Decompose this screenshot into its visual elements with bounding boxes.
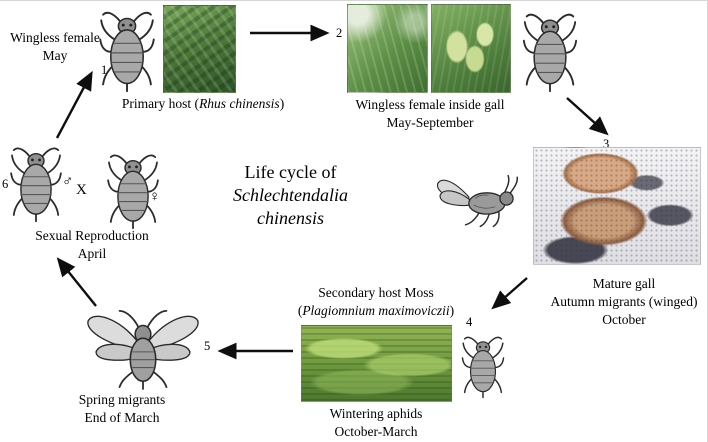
- stage5-caption: Spring migrants End of March: [52, 391, 192, 427]
- stage3-caption-line1: Mature gall: [592, 276, 656, 291]
- stage4-caption-line2: October-March: [334, 424, 418, 439]
- stage4-host-species: Plagiomnium maximoviczii: [302, 303, 450, 318]
- stage-number-3: 3: [603, 137, 610, 151]
- stage2-caption-line1: Wingless female inside gall: [355, 97, 505, 112]
- figure-title-species: chinensis: [257, 208, 324, 228]
- figure-title-genus: Schlechtendalia: [233, 185, 348, 205]
- stage4-caption-line1: Wintering aphids: [329, 406, 423, 421]
- stage3-caption-line3: October: [602, 312, 646, 327]
- female-symbol: ♀: [149, 189, 161, 205]
- stage1-label-line2: May: [42, 48, 68, 63]
- stage6-caption: Sexual Reproduction April: [8, 227, 176, 263]
- stage6-caption-line2: April: [77, 246, 107, 261]
- wingless-aphid-illustration-stage2: [521, 9, 579, 93]
- stage1-caption-prefix: Primary host (: [121, 96, 200, 111]
- stage5-caption-line1: Spring migrants: [78, 392, 166, 407]
- stage6-caption-line1: Sexual Reproduction: [35, 228, 149, 243]
- stage-number-1: 1: [101, 63, 108, 77]
- figure-title-line1: Life cycle of: [244, 162, 337, 182]
- cross-symbol: X: [76, 182, 87, 198]
- stage-number-4: 4: [466, 315, 473, 329]
- stage-number-5: 5: [204, 339, 211, 353]
- stage4-host-suffix: ): [449, 303, 455, 318]
- wingless-aphid-illustration-stage6-male: [8, 143, 64, 223]
- stage4-host-line2: (Plagiomnium maximoviczii): [278, 302, 474, 320]
- photo-primary-host-plant: [163, 5, 236, 93]
- figure-title: Life cycle of Schlechtendalia chinensis: [213, 161, 368, 230]
- arrow-stage6-to-stage1: [55, 70, 93, 139]
- stage4-caption: Wintering aphids October-March: [296, 405, 456, 441]
- stage1-caption-suffix: ): [279, 96, 285, 111]
- stage3-caption: Mature gall Autumn migrants (winged) Oct…: [540, 275, 707, 329]
- male-symbol: ♂: [62, 174, 74, 190]
- photo-moss: [301, 325, 452, 402]
- stage2-caption: Wingless female inside gall May-Septembe…: [342, 96, 518, 132]
- stage4-host-line1: Secondary host Moss: [318, 285, 434, 300]
- photo-galls-on-leaf: [431, 4, 511, 93]
- stage4-host-prefix: (: [297, 303, 303, 318]
- stage1-label: Wingless female May: [6, 29, 104, 65]
- stage1-label-line1: Wingless female: [10, 30, 100, 45]
- winged-aphid-illustration-stage5: [84, 303, 202, 391]
- stage4-host-label: Secondary host Moss (Plagiomnium maximov…: [278, 284, 474, 320]
- photo-host-leaves: [347, 4, 428, 93]
- aphid-speckle-texture: [534, 148, 700, 264]
- arrow-stage2-to-stage3: [566, 97, 609, 136]
- wingless-aphid-illustration-stage1: [97, 7, 157, 93]
- stage1-caption: Primary host (Rhus chinensis): [88, 95, 318, 113]
- stage3-caption-line2: Autumn migrants (winged): [550, 294, 698, 309]
- arrow-stage3-to-stage4: [491, 277, 528, 310]
- wingless-aphid-illustration-stage4: [461, 328, 505, 404]
- stage5-caption-line2: End of March: [84, 410, 160, 425]
- winged-aphid-illustration-stage3: [436, 171, 518, 231]
- stage2-caption-line2: May-September: [386, 115, 474, 130]
- stage-number-6: 6: [2, 177, 9, 191]
- arrow-stage5-to-stage6: [56, 257, 97, 307]
- stage1-caption-species: Rhus chinensis: [199, 96, 280, 111]
- photo-mature-gall: [533, 147, 701, 265]
- stage-number-2: 2: [336, 26, 343, 40]
